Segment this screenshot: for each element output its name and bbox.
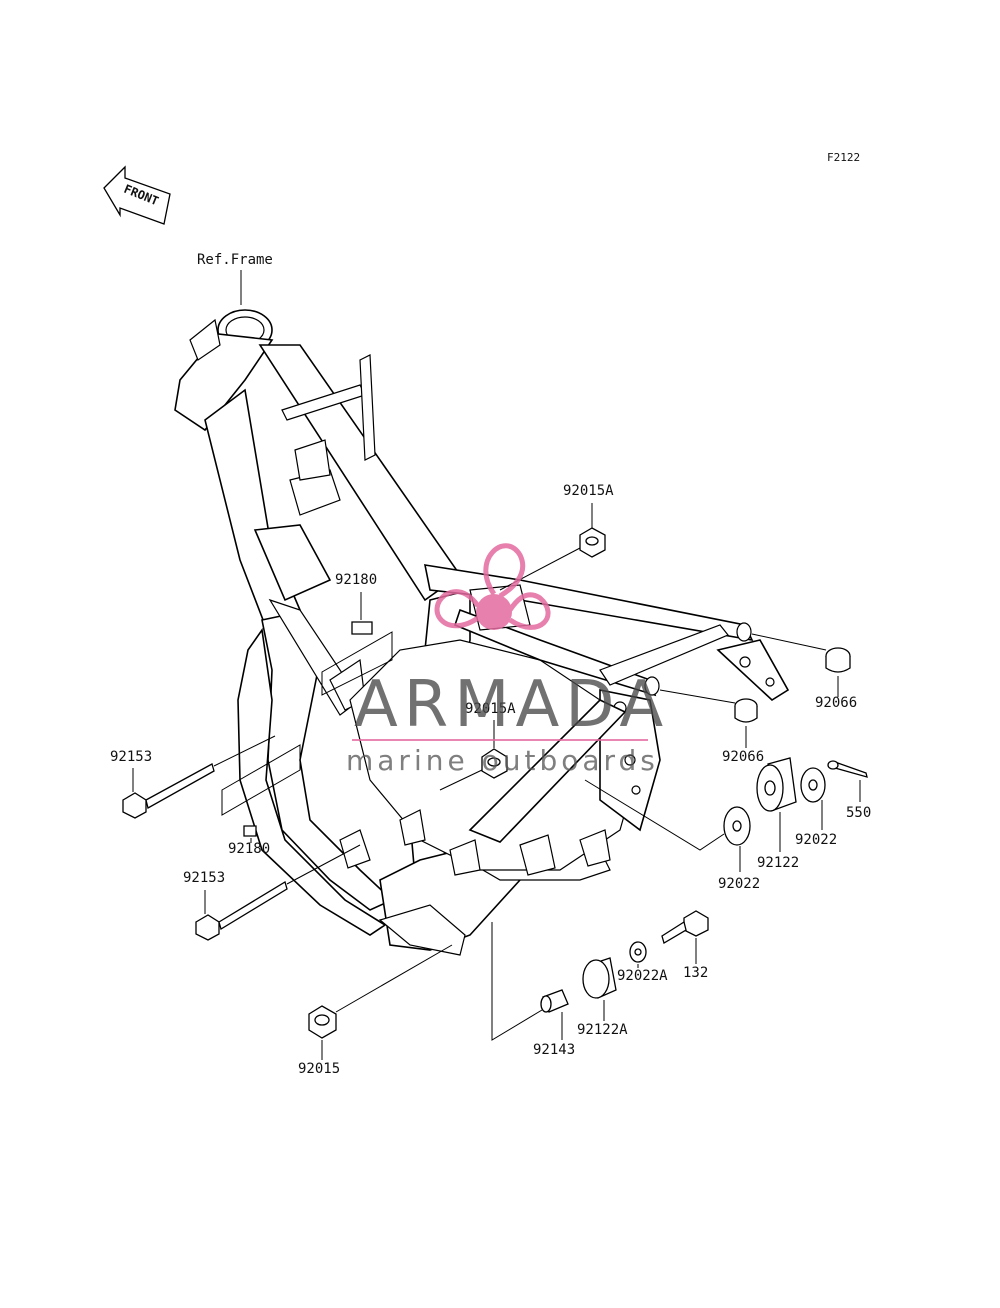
figure-code: F2122 (827, 151, 860, 164)
label-92153-top: 92153 (110, 749, 152, 765)
frame-illustration (174, 309, 790, 956)
part-92015-nut-icon (308, 1005, 337, 1039)
label-92022-left: 92022 (718, 876, 760, 892)
part-92015A-mid-nut-icon (481, 748, 508, 779)
part-92066-mid-cap-icon (734, 698, 758, 723)
part-92122A-collar-icon (582, 957, 617, 999)
label-92122: 92122 (757, 855, 799, 871)
label-92122A: 92122A (577, 1022, 628, 1038)
part-92015A-top-nut-icon (579, 527, 606, 558)
label-92066-right: 92066 (815, 695, 857, 711)
label-92015A-mid: 92015A (465, 701, 516, 717)
part-92022-left-washer-icon (723, 806, 751, 846)
part-92022A-washer-icon (629, 941, 647, 963)
label-92066-mid: 92066 (722, 749, 764, 765)
part-92180-top-pad-icon (351, 621, 373, 635)
part-92143-sleeve-icon (540, 989, 569, 1013)
label-92153-bottom: 92153 (183, 870, 225, 886)
label-92015A-top: 92015A (563, 483, 614, 499)
part-92153-bottom-bolt-icon (195, 881, 288, 941)
part-92122-collar-icon (756, 757, 797, 812)
label-92180-bottom: 92180 (228, 841, 270, 857)
part-92153-top-bolt-icon (122, 763, 215, 819)
watermark: ARMADA marine outboards (346, 543, 669, 777)
label-92022-right: 92022 (795, 832, 837, 848)
part-132-bolt-icon (661, 910, 709, 944)
label-132: 132 (683, 965, 708, 981)
label-92022A: 92022A (617, 968, 668, 984)
label-92180-top: 92180 (335, 572, 377, 588)
label-92015: 92015 (298, 1061, 340, 1077)
watermark-tagline: marine outboards (346, 744, 659, 777)
front-direction-arrow-icon: FRONT (103, 165, 171, 225)
part-550-cotter-pin-icon (827, 760, 868, 778)
part-92180-bottom-pad-icon (243, 825, 257, 837)
label-550: 550 (846, 805, 871, 821)
propeller-logo-icon (434, 543, 551, 630)
part-92066-right-cap-icon (825, 647, 851, 673)
watermark-brand: ARMADA (354, 668, 669, 742)
label-92143: 92143 (533, 1042, 575, 1058)
part-92022-right-washer-icon (800, 767, 826, 803)
ref-frame-label: Ref.Frame (197, 252, 273, 268)
